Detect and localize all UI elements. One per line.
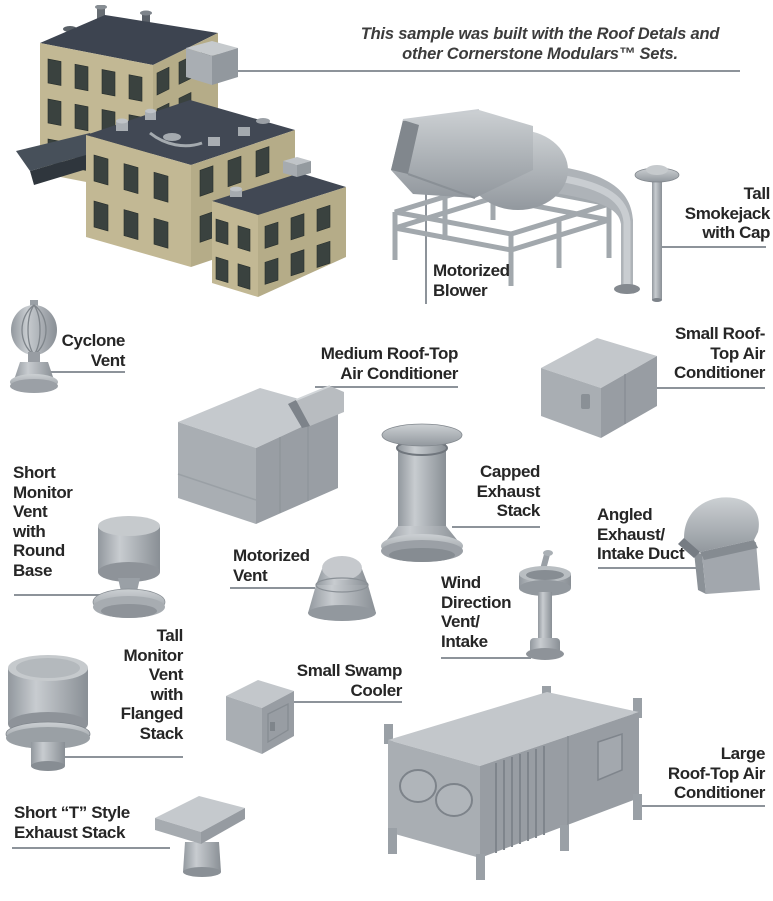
leader-line-short-monitor-vent <box>14 594 102 596</box>
sample-note: This sample was built with the Roof Deta… <box>340 24 740 64</box>
leader-line-tall-smokejack <box>660 246 766 248</box>
leader-line-large-ac <box>637 805 765 807</box>
leader-line-capped-stack <box>452 526 540 528</box>
sample-note-line: and other Cornerstone Modulars™ Sets. <box>402 25 720 63</box>
capped-stack-illustration <box>381 423 463 562</box>
leader-line-medium-ac <box>315 386 458 388</box>
tall-smokejack-illustration <box>634 165 680 302</box>
tall-monitor-vent-illustration <box>5 655 91 771</box>
short-t-stack-illustration <box>155 796 245 877</box>
sample-note-line: This sample was built with the Roof Deta… <box>360 25 687 43</box>
cyclone-vent-illustration <box>10 300 58 393</box>
leader-line-swamp-cooler <box>278 701 402 703</box>
leader-line-short-t-stack <box>12 847 170 849</box>
leader-line-motorized-blower <box>425 186 427 304</box>
swamp-cooler-illustration <box>226 680 294 754</box>
short-monitor-vent-illustration <box>92 516 166 618</box>
small-ac-illustration <box>541 338 657 438</box>
medium-ac-illustration <box>177 385 344 524</box>
leader-line-angled-duct <box>598 567 700 569</box>
leader-line-note <box>232 70 740 72</box>
leader-line-wind-vent <box>441 657 531 659</box>
leader-line-motorized-vent <box>230 587 315 589</box>
motorized-vent-illustration <box>308 556 376 621</box>
angled-duct-illustration <box>678 497 760 594</box>
motorized-blower-illustration <box>391 109 640 294</box>
large-ac-illustration <box>384 686 642 880</box>
leader-line-tall-monitor-vent <box>63 756 183 758</box>
leader-line-small-ac <box>652 387 765 389</box>
wind-vent-illustration <box>519 550 571 660</box>
leader-line-cyclone-vent <box>45 371 125 373</box>
building-illustration <box>16 5 346 297</box>
